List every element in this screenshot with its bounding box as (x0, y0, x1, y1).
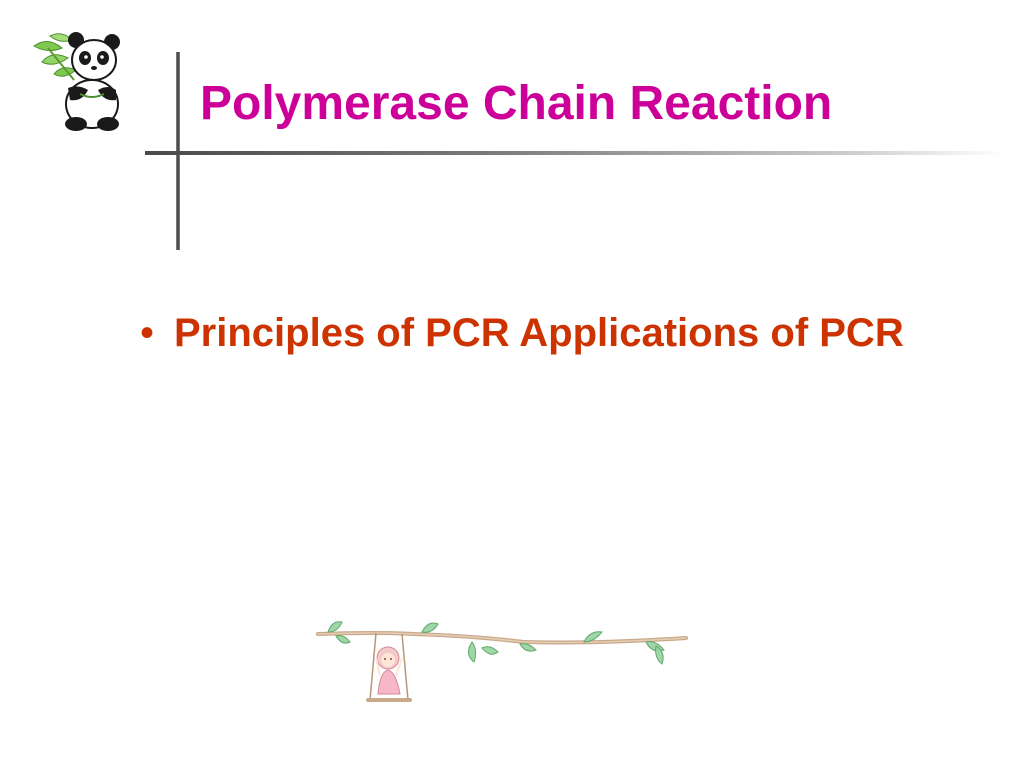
bullet-item: • Principles of PCR Applications of PCR (128, 308, 958, 358)
girl-figure (375, 646, 403, 695)
branch-leaves (327, 621, 665, 665)
slide-title: Polymerase Chain Reaction (200, 77, 833, 130)
bullet-list: • Principles of PCR Applications of PCR (128, 308, 958, 358)
bullet-marker: • (140, 311, 155, 355)
bamboo-leaves (33, 33, 77, 81)
panda-clipart (33, 32, 120, 131)
bullet-text: Principles of PCR Applications of PCR (174, 311, 904, 355)
horizontal-rule (145, 151, 1005, 155)
swing-clipart (316, 621, 688, 702)
